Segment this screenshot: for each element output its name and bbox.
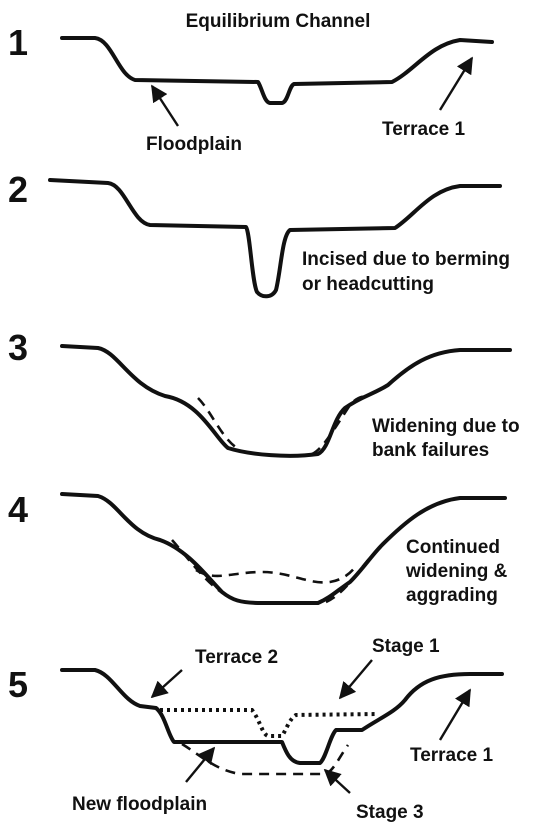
stage-3-label-line-2: bank failures [372,440,489,461]
diagram-title: Equilibrium Channel [186,11,371,32]
stage-4-label-line-3: aggrading [406,585,498,606]
stage-3-label-line-1: Widening due to [372,416,520,437]
stage-4-previous-profile-dashed-upper [196,566,356,582]
new-floodplain-arrow [186,748,214,782]
floodplain-arrow [152,86,178,126]
stage-4-label-line-1: Continued [406,537,500,558]
stage-1-former-profile-dotted [160,710,378,736]
new-floodplain-label: New floodplain [72,794,207,815]
terrace-2-label: Terrace 2 [195,647,278,668]
stage-2-number: 2 [8,169,28,210]
stage-3-label: Stage 3 [356,802,424,823]
terrace-1-arrow-stage-5 [440,690,470,740]
stage-2-label-line-2: or headcutting [302,274,434,295]
floodplain-label: Floodplain [146,134,242,155]
terrace-1-label-stage-5: Terrace 1 [410,745,494,766]
terrace-1-arrow-stage-1 [440,58,472,110]
stage-3-arrow [325,770,350,793]
stage-1-channel-profile [62,38,492,103]
stage-2-label-line-1: Incised due to berming [302,249,510,270]
stage-1-arrow [340,660,372,698]
terrace-2-arrow [152,670,182,697]
stage-4-label-line-2: widening & [405,561,508,582]
terrace-1-label-stage-1: Terrace 1 [382,119,466,140]
stage-5-number: 5 [8,664,28,705]
stage-1-label: Stage 1 [372,636,440,657]
stage-3-number: 3 [8,327,28,368]
stage-4-number: 4 [8,489,28,530]
stage-1-number: 1 [8,22,28,63]
